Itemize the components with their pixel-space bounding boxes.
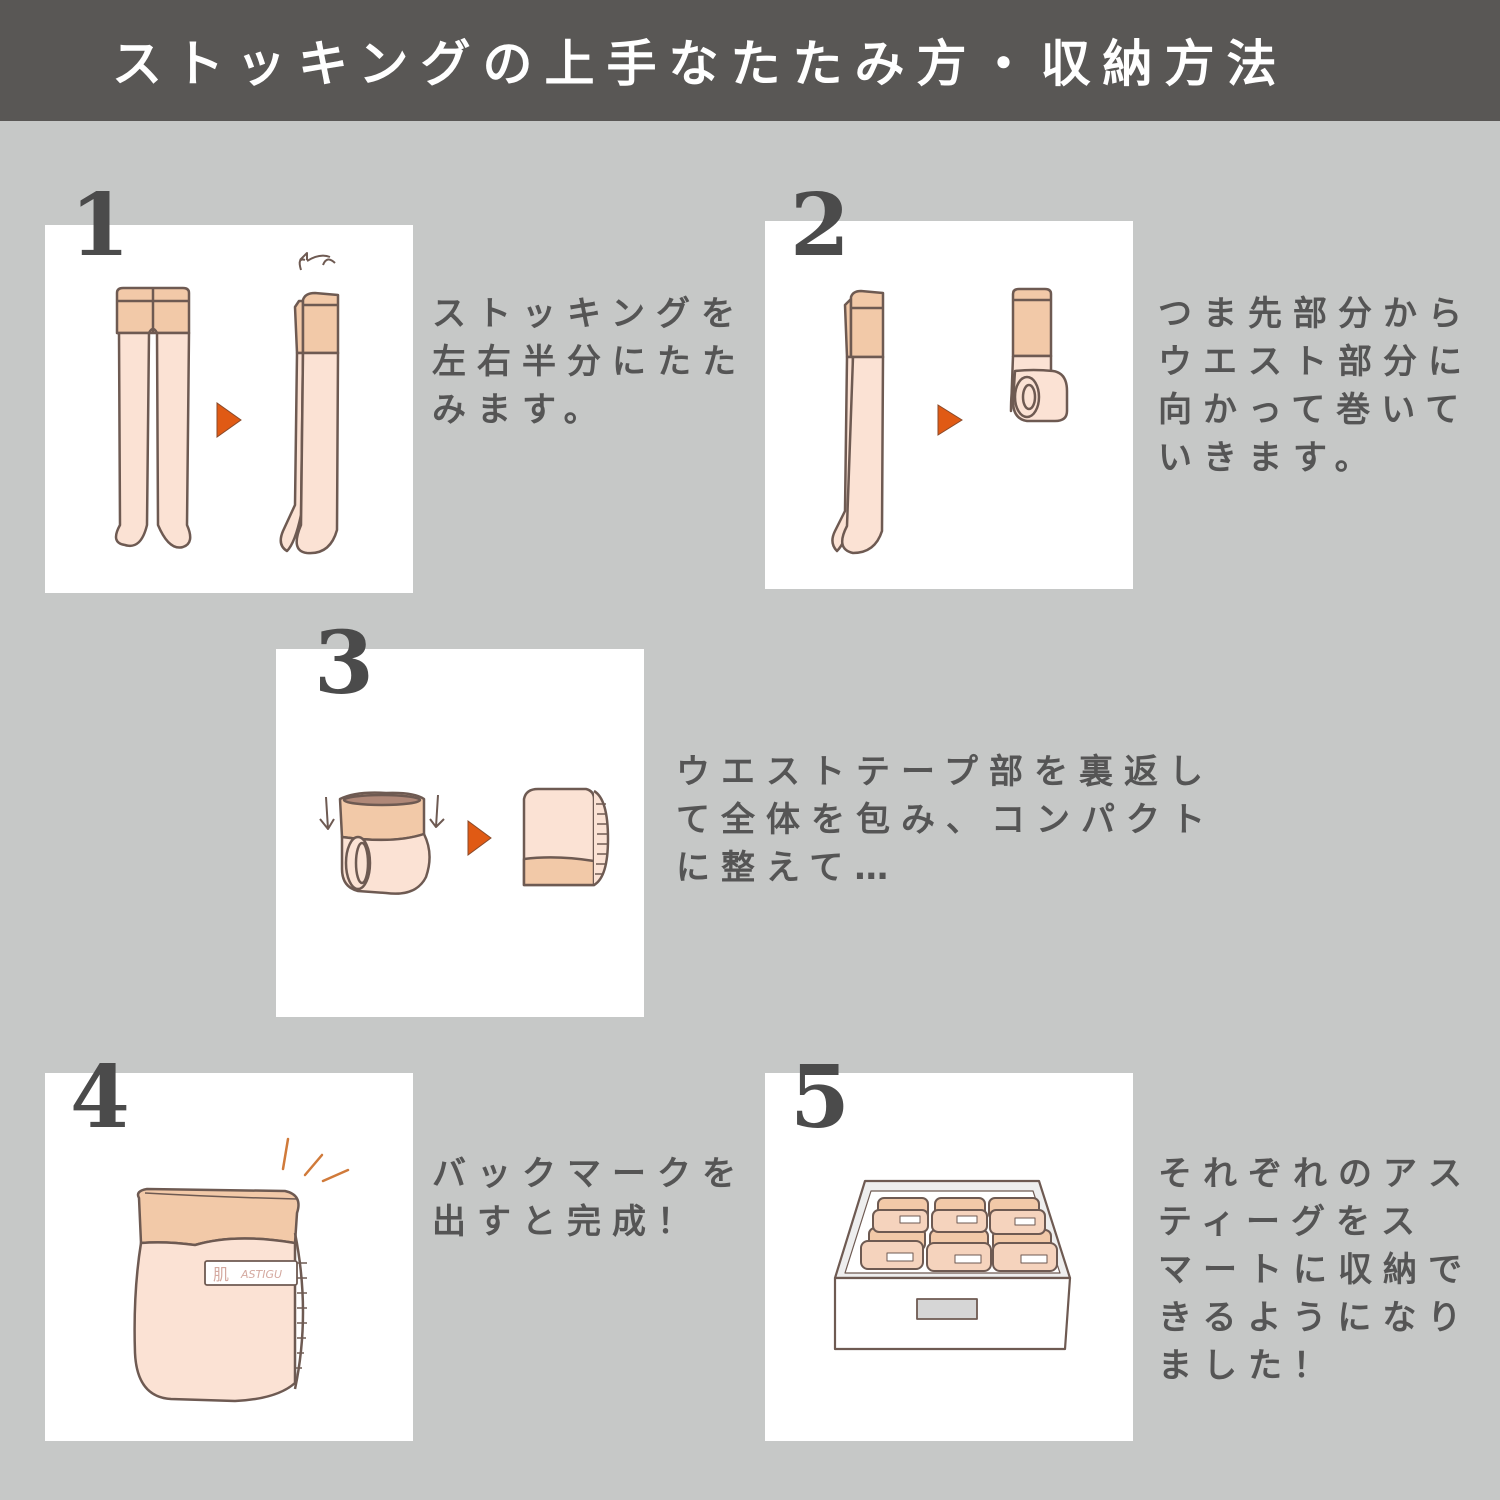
step-4-panel: 肌 ASTIGU 4 — [45, 1055, 413, 1441]
tights-rolled-from-toe-icon — [831, 287, 1069, 555]
step-5-number: 5 — [790, 1047, 850, 1148]
step-5-text: それぞれのアス ティーグをス マートに収納で きるようになり ました！ — [1158, 1154, 1473, 1386]
header-bar: ストッキングの上手なたたみ方・収納方法 — [0, 0, 1500, 121]
finished-bundle-icon: 肌 ASTIGU — [133, 1137, 350, 1403]
step-1-panel: 1 — [45, 183, 413, 593]
step-2-number: 2 — [790, 175, 850, 276]
step-2-text: つま先部分から ウエスト部分に 向かって巻いて いきます。 — [1158, 294, 1473, 478]
step-3-number: 3 — [314, 613, 374, 714]
step-1-number: 1 — [70, 175, 130, 276]
tights-folded-in-half-icon — [114, 252, 340, 555]
drawer-storage-icon — [833, 1179, 1072, 1351]
step-4-text: バックマークを 出すと完成！ — [432, 1154, 747, 1242]
step-3-panel: 3 — [276, 621, 644, 1017]
page-title: ストッキングの上手なたたみ方・収納方法 — [112, 35, 1289, 93]
step-1-text: ストッキングを 左右半分にたた みます。 — [432, 294, 747, 430]
label-brand: ASTIGU — [240, 1268, 282, 1281]
step-3-text: ウエストテープ部を裏返し て全体を包み、コンパクト に整えて… — [676, 752, 1216, 888]
step-4-number: 4 — [70, 1047, 130, 1148]
step-2-panel: 2 — [765, 183, 1133, 589]
waistband-flipped-over-icon — [319, 787, 610, 895]
label-kanji: 肌 — [213, 1265, 229, 1284]
step-5-panel: 5 — [765, 1055, 1133, 1441]
